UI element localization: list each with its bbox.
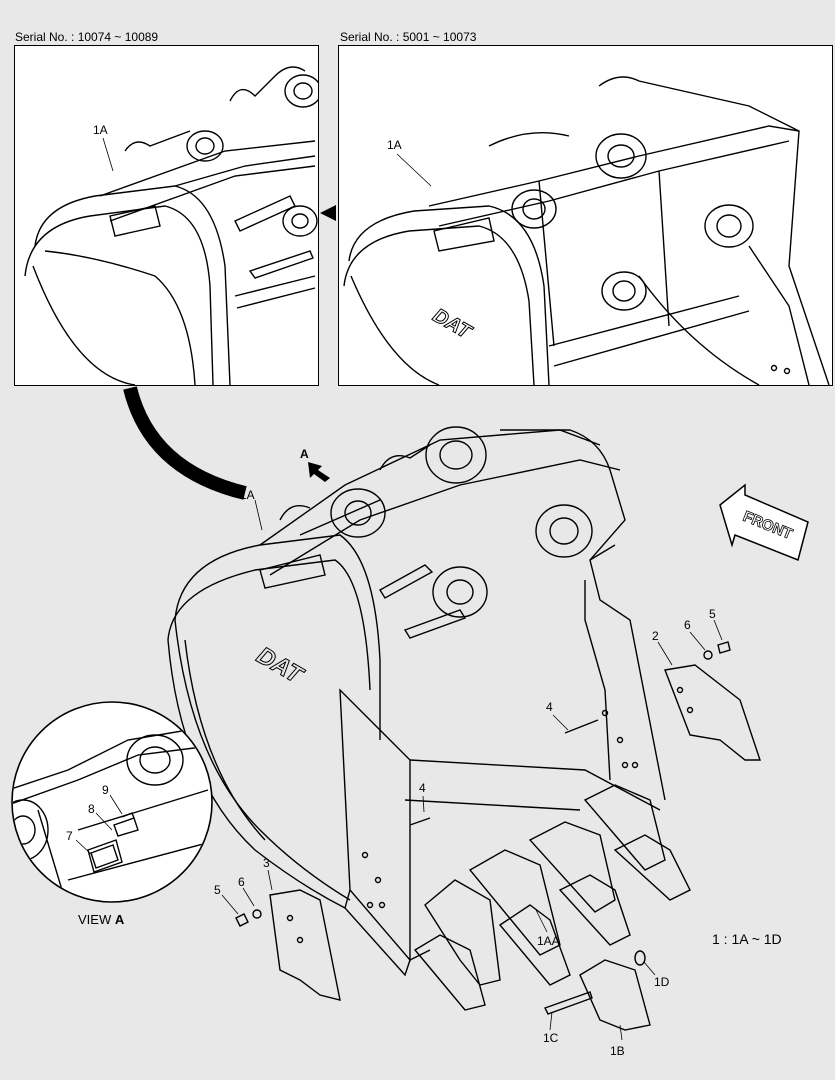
detail-panel-right: DAT 1A (338, 45, 833, 386)
nut-5-right (717, 641, 731, 654)
pin-1c (544, 991, 593, 1015)
plate-7 (87, 839, 123, 873)
view-a-detail: 7 8 9 (11, 701, 213, 903)
serial-label-left: Serial No. : 10074 ~ 10089 (15, 30, 159, 44)
detail-panel-left: 1A (14, 45, 319, 386)
washer-6-left (252, 909, 262, 919)
callout-1b: 1B (610, 1044, 625, 1058)
callout-1a-main: 1A (240, 488, 255, 502)
callout-1d: 1D (654, 975, 670, 989)
callout-5-left: 5 (214, 883, 221, 897)
view-a-label: VIEW A (78, 912, 124, 927)
callout-1a-left: 1A (93, 123, 108, 137)
callout-1a-right: 1A (387, 138, 402, 152)
leader-1a-right (396, 153, 432, 187)
callout-3: 3 (263, 856, 270, 870)
plate-9 (121, 812, 135, 819)
callout-8: 8 (88, 802, 95, 816)
nut-5-left (235, 913, 249, 927)
front-direction-arrow (719, 483, 809, 562)
view-a-arrow (308, 462, 330, 482)
tooth-1b (579, 959, 651, 1031)
view-a-label-prefix: VIEW (78, 912, 112, 927)
scale-note: 1 : 1A ~ 1D (712, 931, 782, 947)
leader-1a-left (102, 137, 114, 172)
bolt-4-left (409, 817, 431, 826)
bolt-4-right (564, 719, 599, 734)
leader-lines (221, 499, 723, 1041)
bucket-teeth (413, 784, 691, 1011)
callout-6-right: 6 (684, 618, 691, 632)
bucket-detail-drawing-right (343, 76, 830, 385)
callout-6-left: 6 (238, 875, 245, 889)
callout-4-top: 4 (419, 781, 426, 795)
callout-arrow-a: A (300, 447, 309, 461)
washer-6-right (703, 650, 713, 660)
curved-reference-arrow (123, 386, 247, 500)
callout-1aa: 1AA (537, 934, 560, 948)
bucket-detail-drawing-left (24, 66, 318, 385)
bucket-side-plate (174, 534, 381, 740)
brand-logo-right: DAT (429, 304, 477, 345)
side-cutter-left (269, 889, 341, 1001)
callout-7: 7 (66, 829, 73, 843)
callout-4-mid: 4 (546, 700, 553, 714)
pointer-triangle-icon (320, 205, 336, 221)
serial-label-right: Serial No. : 5001 ~ 10073 (340, 30, 477, 44)
callout-1c: 1C (543, 1031, 559, 1045)
side-cutter-right (664, 664, 761, 761)
plate-8 (113, 817, 139, 837)
bucket-main-drawing: FRONT DAT 1A A 2 3 4 4 5 6 5 6 1AA 1B 1C… (123, 386, 809, 1058)
brand-logo-main: DAT (252, 642, 309, 690)
callout-2: 2 (652, 629, 659, 643)
callout-5-right: 5 (709, 607, 716, 621)
callout-9: 9 (102, 783, 109, 797)
view-a-label-letter: A (114, 912, 125, 927)
lock-1d (634, 950, 646, 966)
